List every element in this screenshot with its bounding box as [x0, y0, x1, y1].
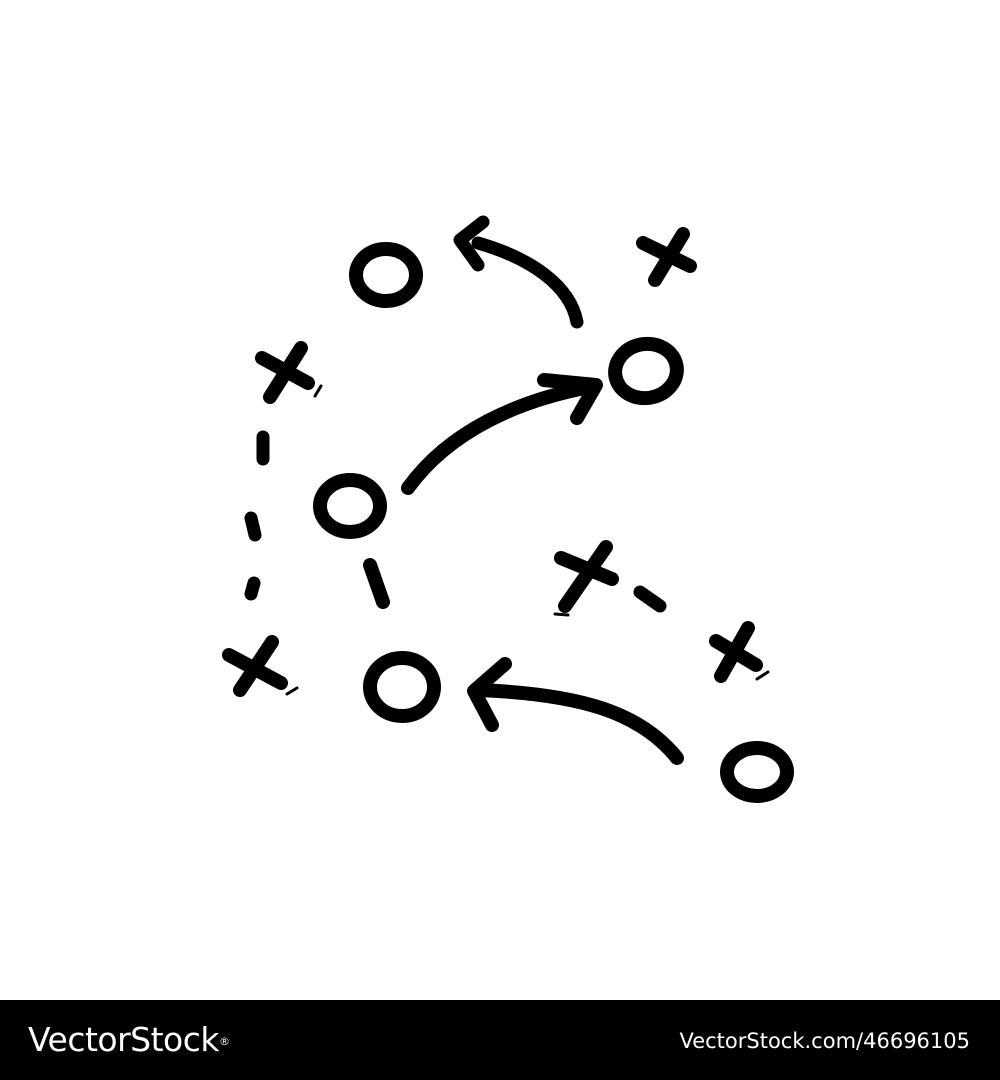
- x-marker-left-lower: [222, 635, 288, 697]
- dash-link-center-bottom: [363, 558, 390, 609]
- o-marker-top: [349, 242, 423, 308]
- play-diagram-svg: [222, 215, 794, 803]
- o-marker-right-upper: [608, 336, 684, 406]
- x-marker-middle-right: [554, 540, 619, 613]
- stock-image-id: VectorStock.com/46696105: [679, 1029, 970, 1053]
- x-marker-left-upper: [255, 341, 315, 404]
- arrow-bottom-curve: [467, 657, 684, 765]
- dashed-route-left: [244, 430, 270, 601]
- arrow-top-curve: [453, 215, 584, 329]
- arrow-center-to-right: [401, 373, 603, 495]
- ink-flecks: [285, 384, 770, 696]
- o-marker-center: [313, 473, 387, 539]
- watermark-footer-bar: VectorStock® VectorStock.com/46696105: [0, 1000, 1000, 1080]
- brand-name: VectorStock: [28, 1020, 220, 1059]
- trademark-symbol: ®: [219, 1035, 230, 1048]
- x-marker-right-lower: [709, 621, 763, 683]
- o-marker-bottom: [363, 651, 441, 723]
- x-marker-top-right: [636, 227, 697, 287]
- play-diagram-artwork: [222, 215, 794, 803]
- vectorstock-logo: VectorStock®: [28, 1018, 230, 1062]
- dash-link-right: [633, 585, 667, 613]
- o-marker-bottom-right: [720, 741, 794, 803]
